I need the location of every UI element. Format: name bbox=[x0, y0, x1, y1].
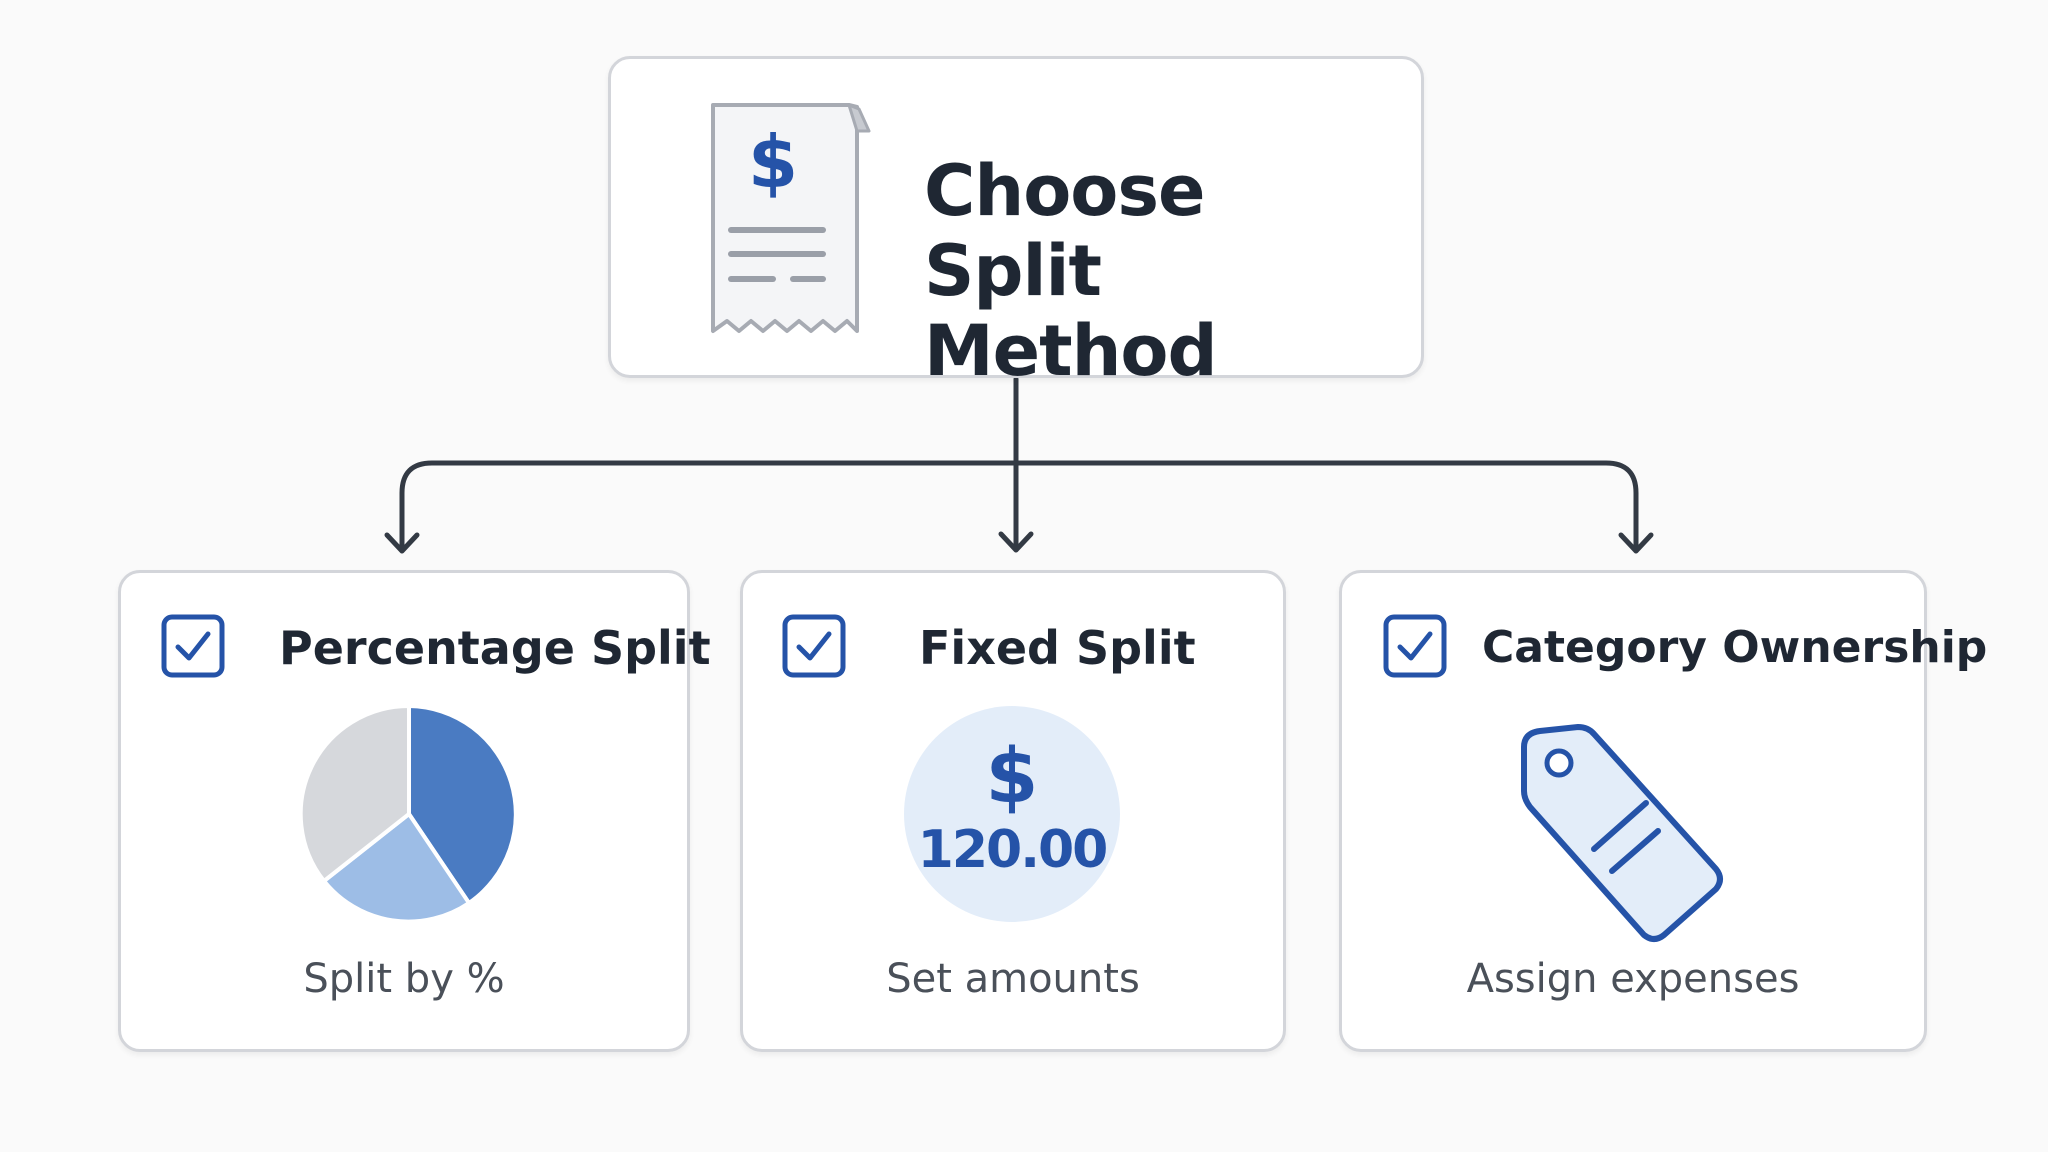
option-card-category-ownership[interactable]: Category Ownership Assign expenses bbox=[1339, 570, 1987, 1052]
connector-branch-left bbox=[399, 460, 1019, 553]
option-card-percentage-split[interactable]: Percentage Split Split by % bbox=[118, 570, 711, 1052]
amount-value: 120.00 bbox=[917, 820, 1109, 880]
option-caption: Set amounts bbox=[886, 956, 1140, 1002]
root-title: Choose Split Method bbox=[924, 150, 1218, 392]
connector-branch-right bbox=[1013, 460, 1639, 553]
option-title: Percentage Split bbox=[279, 621, 711, 675]
receipt-dollar-symbol: $ bbox=[748, 120, 798, 204]
arrowhead-right bbox=[1618, 532, 1654, 554]
option-caption: Assign expenses bbox=[1466, 956, 1800, 1002]
option-card-fixed-split[interactable]: Fixed Split $ 120.00 Set amounts bbox=[740, 570, 1286, 1052]
option-title: Fixed Split bbox=[919, 621, 1196, 675]
option-caption: Split by % bbox=[303, 956, 505, 1002]
receipt-dollar-icon: $ bbox=[711, 103, 871, 333]
dollar-symbol: $ bbox=[985, 731, 1039, 820]
price-tag-icon bbox=[1521, 724, 1723, 942]
dollar-amount-badge: $ 120.00 bbox=[904, 706, 1120, 922]
checkbox-checked-icon[interactable] bbox=[1383, 614, 1447, 678]
checkbox-checked-icon[interactable] bbox=[782, 614, 846, 678]
arrowhead-center bbox=[998, 531, 1034, 553]
pie-chart-icon bbox=[301, 706, 517, 922]
option-title: Category Ownership bbox=[1482, 622, 1988, 673]
root-node-card: $ Choose Split Method bbox=[608, 56, 1424, 391]
arrowhead-left bbox=[384, 532, 420, 554]
checkbox-checked-icon[interactable] bbox=[161, 614, 225, 678]
